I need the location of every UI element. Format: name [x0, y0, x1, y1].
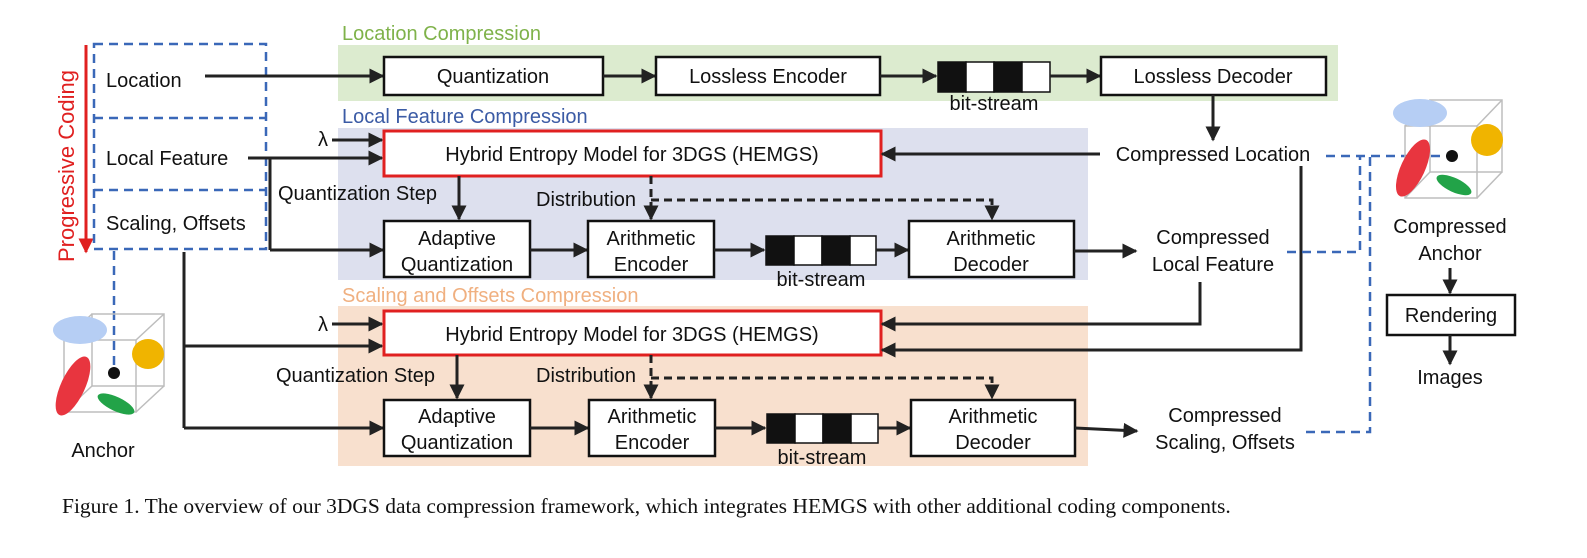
arithmetic-decoder-feature-box	[907, 219, 1076, 279]
compressed-anchor-line1: Compressed	[1393, 216, 1506, 238]
scaling-bitstream-icon	[766, 413, 879, 444]
feature-bitstream-label: bit-stream	[777, 269, 866, 291]
adaptive-quantization-scaling-line1: Adaptive	[418, 406, 496, 428]
figure-caption: Figure 1. The overview of our 3DGS data …	[62, 494, 1231, 518]
lossless-encoder-label: Lossless Encoder	[689, 66, 847, 88]
hemgs-scaling-box	[382, 309, 883, 357]
arithmetic-encoder-scaling-line2: Encoder	[615, 432, 690, 454]
distribution-feature: Distribution	[536, 189, 636, 211]
hemgs-scaling-label: Hybrid Entropy Model for 3DGS (HEMGS)	[445, 324, 818, 346]
hemgs-feature-box	[382, 129, 883, 178]
arithmetic-encoder-feature-line2: Encoder	[614, 254, 689, 276]
compressed-local-feature-line2: Local Feature	[1152, 254, 1274, 276]
compressed-location-label: Compressed Location	[1116, 144, 1311, 166]
rendering-label: Rendering	[1405, 305, 1497, 327]
arithmetic-encoder-scaling-line1: Arithmetic	[608, 406, 697, 428]
hemgs-feature-label: Hybrid Entropy Model for 3DGS (HEMGS)	[445, 144, 818, 166]
input-local-feature: Local Feature	[106, 148, 228, 170]
lambda-feature: λ	[318, 129, 328, 151]
arithmetic-decoder-scaling-box	[909, 398, 1077, 458]
arrow-distribution-to-decoder-scaling	[651, 376, 1000, 400]
progressive-coding-label: Progressive Coding	[54, 70, 79, 262]
lossless-encoder-box	[654, 55, 882, 97]
scaling-offsets-compression-title: Scaling and Offsets Compression	[342, 285, 638, 307]
local-feature-compression-title: Local Feature Compression	[342, 106, 588, 128]
compressed-anchor-line2: Anchor	[1418, 243, 1482, 265]
arrow-decoder-to-output-scaling	[1074, 422, 1139, 438]
arithmetic-encoder-scaling-box	[587, 398, 717, 458]
arithmetic-decoder-scaling-line1: Arithmetic	[949, 406, 1038, 428]
compressed-local-feature-line1: Compressed	[1156, 227, 1269, 249]
arithmetic-decoder-feature-line1: Arithmetic	[947, 228, 1036, 250]
quantization-step-scaling: Quantization Step	[276, 365, 435, 387]
quantization-step-feature: Quantization Step	[278, 183, 437, 205]
location-bitstream-icon	[937, 61, 1051, 93]
anchor-cube-icon	[53, 313, 165, 416]
arrow-distribution-to-decoder-feature	[651, 198, 1000, 221]
arrow-local-feature-to-hemgs-scaling	[880, 282, 1202, 332]
arrow-location-to-hemgs-scaling	[880, 166, 1303, 358]
rendering-box	[1385, 293, 1517, 337]
feature-bitstream-icon	[765, 235, 877, 266]
compressed-scaling-line2: Scaling, Offsets	[1155, 432, 1295, 454]
arithmetic-encoder-feature-line1: Arithmetic	[607, 228, 696, 250]
images-label: Images	[1417, 367, 1483, 389]
arithmetic-decoder-scaling-line2: Decoder	[955, 432, 1031, 454]
output-dashed-links	[1287, 154, 1450, 434]
input-location: Location	[106, 70, 182, 92]
lambda-scaling: λ	[318, 314, 328, 336]
quantization-box	[382, 55, 605, 97]
compressed-anchor-cube-icon	[1393, 99, 1503, 199]
adaptive-quantization-feature-line1: Adaptive	[418, 228, 496, 250]
anchor-label: Anchor	[71, 440, 135, 462]
distribution-scaling: Distribution	[536, 365, 636, 387]
adaptive-quantization-feature-line2: Quantization	[401, 254, 513, 276]
adaptive-quantization-scaling-line2: Quantization	[401, 432, 513, 454]
quantization-label: Quantization	[437, 66, 549, 88]
input-dashed-box	[92, 42, 268, 251]
arithmetic-decoder-feature-line2: Decoder	[953, 254, 1029, 276]
location-compression-title: Location Compression	[342, 23, 541, 45]
input-scaling-offsets: Scaling, Offsets	[106, 213, 246, 235]
compressed-scaling-line1: Compressed	[1168, 405, 1281, 427]
location-bitstream-label: bit-stream	[950, 93, 1039, 115]
scaling-bitstream-label: bit-stream	[778, 447, 867, 469]
arithmetic-encoder-feature-box	[586, 219, 716, 279]
lossless-decoder-label: Lossless Decoder	[1134, 66, 1293, 88]
adaptive-quantization-scaling-box	[382, 398, 532, 458]
